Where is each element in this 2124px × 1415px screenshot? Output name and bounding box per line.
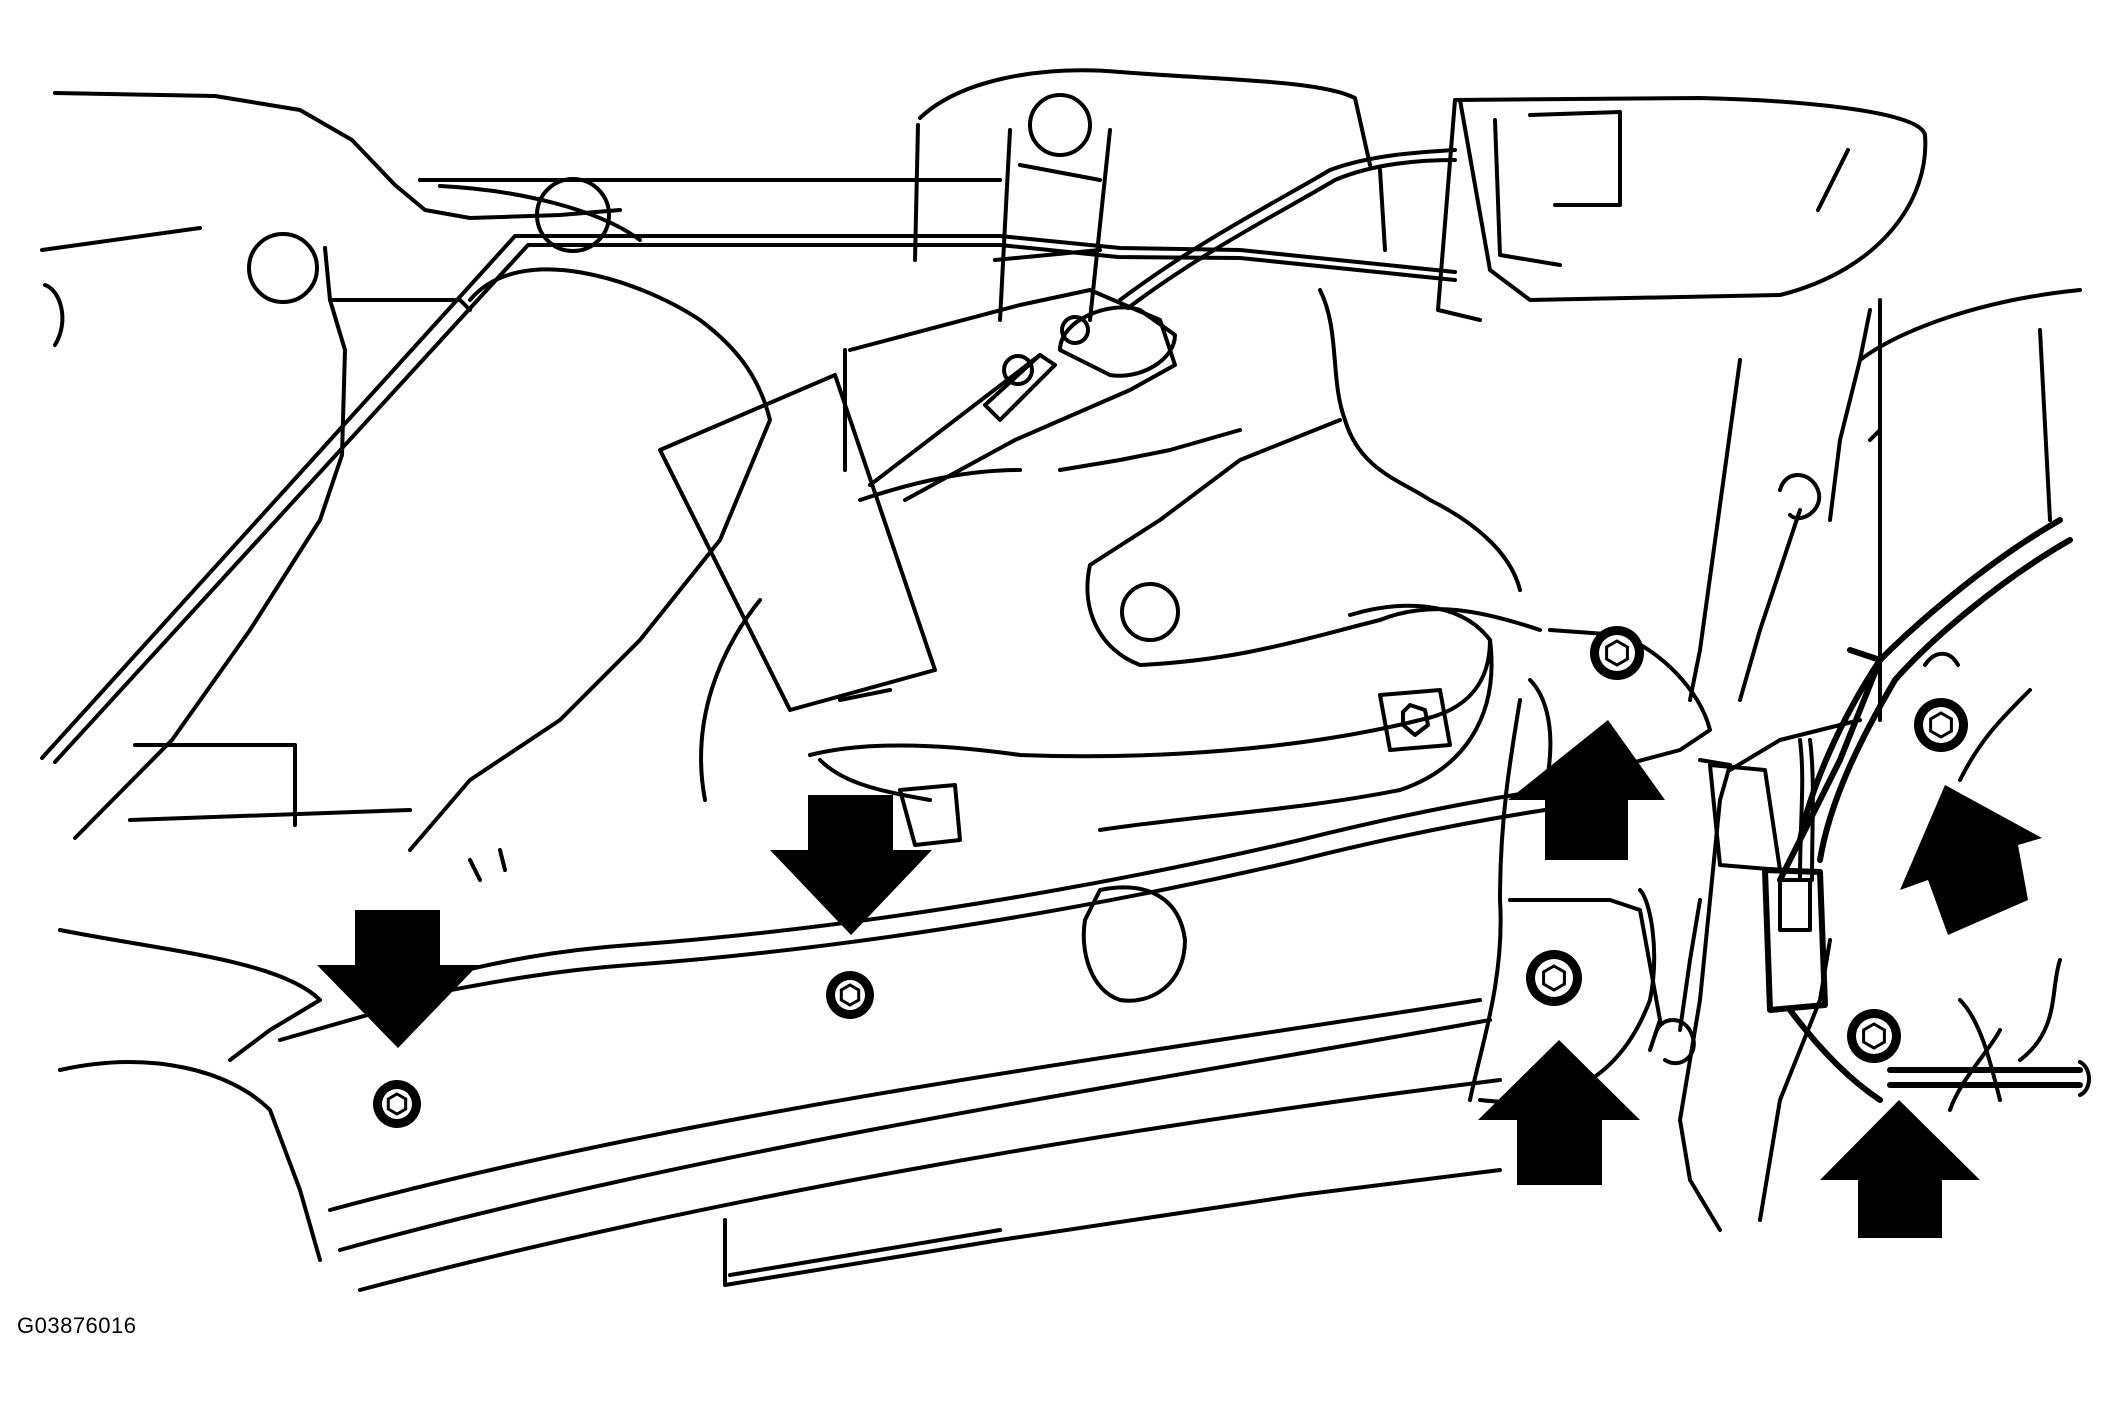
cable-clips [1653,473,1960,1066]
latch-plate [808,288,1542,832]
bolt-left [373,1080,421,1128]
wiring-harness [1708,517,2091,1103]
arrow-down-icon-2 [770,795,932,935]
arrow-up-icon-3 [1900,785,2042,935]
bolt-right-lower [1847,1009,1901,1063]
bolt-latch-upper [1590,626,1644,680]
bolt-center [826,971,874,1019]
arrow-up-icon-1 [1508,720,1665,860]
left-bracket [43,177,611,840]
lock-rod [40,148,1457,764]
arrow-up-icon-4 [1820,1100,1980,1238]
inner-handle [1378,96,1928,322]
bolt-right-upper [1914,698,1968,752]
lock-actuator [408,267,1242,852]
bolt-latch-lower [1526,950,1582,1006]
arrow-up-icon-2 [1478,1040,1640,1185]
figure-id-label: G03876016 [17,1313,137,1338]
upper-lever-bracket [913,68,1372,322]
arrow-down-icon-1 [317,910,478,1048]
rod-clip [983,305,1177,422]
upper-body-outline [40,91,1002,312]
lower-plate-edges [58,783,1547,1292]
